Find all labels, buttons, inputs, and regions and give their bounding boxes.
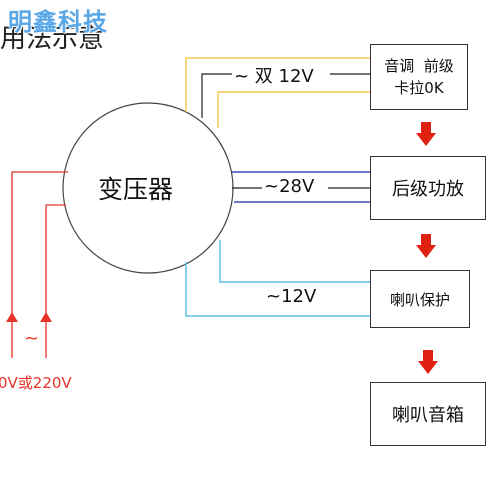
block-speaker-protect: 喇叭保护 [370,270,470,328]
wire-dark-center [201,73,232,118]
watermark-logo: 明鑫科技 [8,8,108,36]
arrow-protect-to-speaker [418,350,438,374]
block-speaker-box-label: 喇叭音箱 [392,405,464,426]
voltage-dual-12v: ~ 双 12V [234,66,314,87]
wire-yellow-lower [217,91,370,128]
title-fragment: 用法示意 [0,24,105,54]
wire-red-primary-right [45,204,66,358]
block-speaker-protect-label: 喇叭保护 [389,290,450,309]
wire-yellow-upper [185,57,370,112]
red-arrow-right [40,312,52,322]
transformer-label: 变压器 [98,175,174,204]
arrow-amp-to-protect [416,234,436,258]
wire-red-primary-left [11,171,68,358]
block-speaker-box: 喇叭音箱 [370,382,486,446]
red-arrow-left [6,312,18,322]
block-tone-preamp: 音调 前级 卡拉0K [370,44,468,110]
mains-voltage: 0V或220V [0,374,72,392]
block-tone-preamp-line2: 卡拉0K [394,79,444,97]
arrow-preamp-to-amp [416,122,436,146]
wire-cyan-upper [219,240,370,283]
block-tone-preamp-line1: 音调 前级 [384,57,454,75]
block-power-amp: 后级功放 [370,156,486,220]
wire-cyan-lower [185,262,370,317]
ac-symbol: ~ [24,328,40,349]
voltage-28v: ~28V [264,176,315,197]
voltage-12v: ~12V [266,286,317,307]
block-power-amp-label: 后级功放 [392,179,464,200]
